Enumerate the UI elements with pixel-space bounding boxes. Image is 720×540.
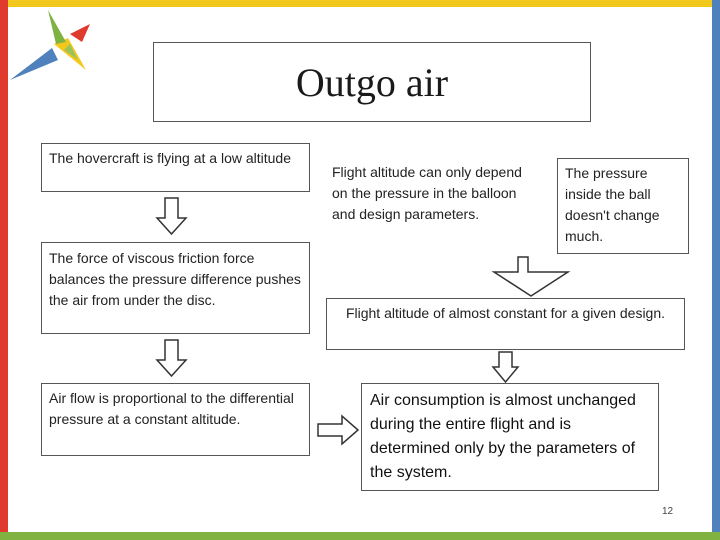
air-flow-box: Air flow is proportional to the differen…: [41, 383, 310, 456]
down-arrow-1-icon: [155, 197, 188, 236]
right-accent-bar: [712, 0, 720, 540]
star-logo-icon: [10, 10, 90, 80]
top-accent-bar: [0, 0, 720, 7]
pressure-ball-box: The pressure inside the ball doesn't cha…: [557, 158, 689, 254]
viscous-friction-box: The force of viscous friction force bala…: [41, 242, 310, 334]
down-arrow-2-icon: [155, 339, 188, 378]
air-consumption-box: Air consumption is almost unchanged duri…: [361, 383, 659, 491]
bottom-accent-bar: [0, 532, 720, 540]
right-arrow-icon: [317, 414, 360, 446]
left-accent-bar: [0, 0, 8, 540]
slide-title: Outgo air: [153, 42, 591, 122]
merge-down-arrow-icon: [491, 256, 571, 297]
altitude-depends-box: Flight altitude can only depend on the p…: [325, 158, 548, 254]
down-arrow-3-icon: [491, 351, 520, 384]
page-number: 12: [662, 506, 674, 517]
altitude-constant-box: Flight altitude of almost constant for a…: [326, 298, 685, 350]
hover-low-box: The hovercraft is flying at a low altitu…: [41, 143, 310, 192]
